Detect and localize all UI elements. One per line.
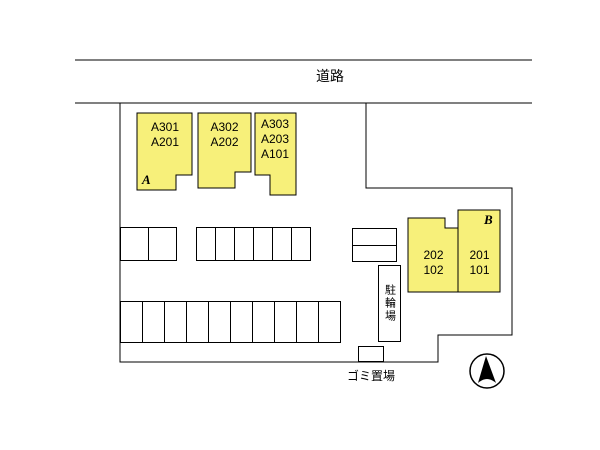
parking-stall [353,244,396,262]
parking-stall [215,228,234,260]
unit-label: A302 [210,120,239,134]
building-a-block-1 [136,112,193,191]
unit-label: A201 [150,135,180,149]
site-boundary [119,103,513,363]
unit-label: A203 [260,132,290,146]
unit-label: A303 [260,117,290,131]
parking-stall [234,228,253,260]
unit-label: A301 [150,120,180,134]
parking-stack-block [352,228,397,262]
parking-row-1-right [196,227,311,261]
parking-stall [291,228,310,260]
bicycle-parking-area: 駐輪場 [378,265,401,342]
building-a-label: A [142,172,151,187]
parking-stall [318,302,340,342]
building-b-block-1-units: 202 102 [409,248,458,278]
parking-stall [208,302,230,342]
north-compass [469,353,505,389]
building-b-block-2-units: 201 101 [459,248,500,278]
parking-stall [121,228,148,260]
unit-label: A202 [210,135,239,149]
parking-stall [186,302,208,342]
parking-stall [142,302,164,342]
building-a-block-3 [254,112,297,196]
parking-stall [252,302,274,342]
parking-stall [253,228,272,260]
parking-stall [353,229,396,245]
parking-row-1-left [120,227,177,261]
unit-label: 101 [469,263,490,277]
unit-label: A101 [260,147,290,161]
unit-label: 202 [423,248,444,262]
garbage-area-box [358,346,384,362]
building-a-block-3-units: A303 A203 A101 [253,117,297,162]
parking-stall [274,302,296,342]
road-label: 道路 [316,68,344,84]
building-a-block-2 [197,112,252,189]
parking-stall [197,228,215,260]
parking-stall [230,302,252,342]
building-b-label: B [484,212,493,227]
building-b-block-2 [457,209,501,293]
parking-row-2 [120,301,341,343]
unit-label: 201 [469,248,490,262]
parking-stall [148,228,176,260]
unit-label: 102 [423,263,444,277]
parking-stall [272,228,291,260]
parking-stall [121,302,142,342]
north-arrow-icon [478,356,496,383]
parking-stall [296,302,318,342]
garbage-area-label: ゴミ置場 [346,369,395,383]
building-a-block-1-units: A301 A201 [139,120,191,150]
parking-stall [164,302,186,342]
building-a-block-2-units: A302 A202 [199,120,250,150]
